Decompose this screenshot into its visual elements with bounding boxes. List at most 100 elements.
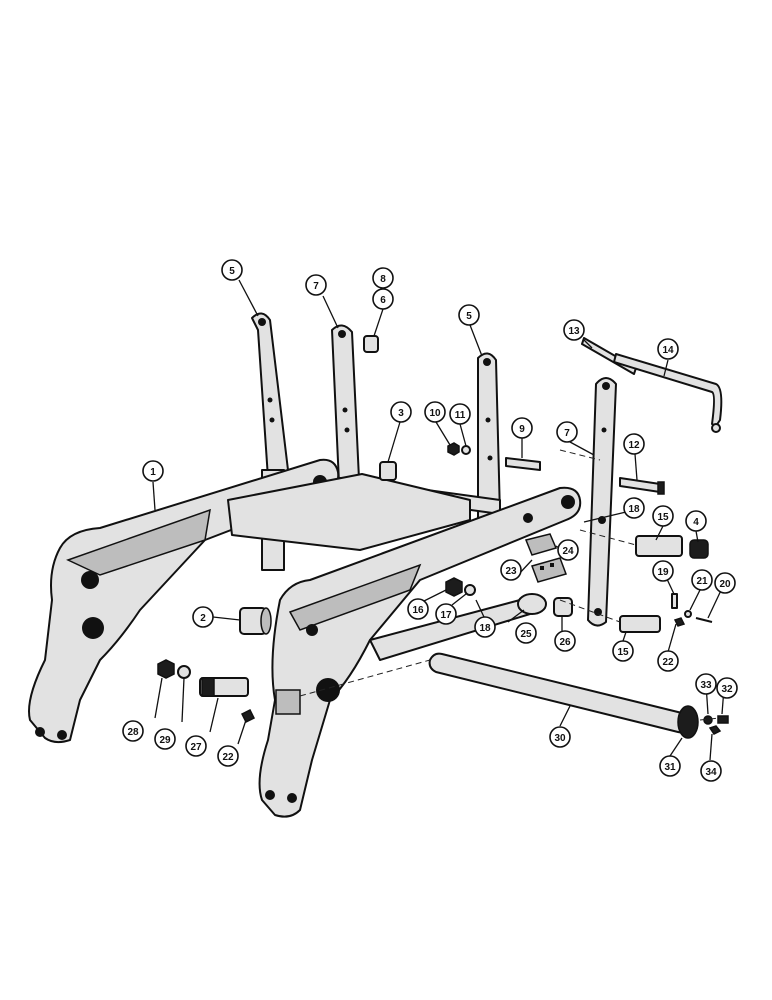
bushing-6 [363, 335, 379, 353]
callout-15-lower: 15 [612, 640, 634, 662]
nut-28-washer-29 [157, 659, 191, 679]
svg-text:1: 1 [150, 467, 156, 478]
callout-7-left: 7 [305, 274, 327, 296]
svg-text:33: 33 [700, 680, 712, 691]
callouts-layer: 1 2 3 4 5 5 6 7 7 8 9 10 11 12 13 14 15 … [122, 259, 738, 782]
svg-text:24: 24 [562, 546, 574, 557]
callout-34: 34 [700, 760, 722, 782]
callout-16: 16 [407, 598, 429, 620]
callout-23: 23 [500, 559, 522, 581]
svg-text:30: 30 [554, 733, 566, 744]
svg-text:15: 15 [657, 512, 669, 523]
rod-14 [613, 353, 723, 433]
callout-30: 30 [549, 726, 571, 748]
svg-text:22: 22 [222, 752, 234, 763]
svg-text:12: 12 [628, 440, 640, 451]
svg-text:18: 18 [479, 623, 491, 634]
svg-text:16: 16 [412, 605, 424, 616]
nut-10-washer-11 [447, 442, 471, 456]
svg-text:14: 14 [662, 345, 674, 356]
svg-text:7: 7 [313, 281, 319, 292]
link-7-right [587, 377, 617, 627]
svg-text:20: 20 [719, 579, 731, 590]
svg-text:19: 19 [657, 567, 669, 578]
pin-15-upper [635, 535, 683, 557]
svg-text:2: 2 [200, 613, 206, 624]
svg-text:26: 26 [559, 637, 571, 648]
svg-text:4: 4 [693, 517, 699, 528]
callout-32: 32 [716, 677, 738, 699]
callout-24: 24 [557, 539, 579, 561]
svg-text:3: 3 [398, 408, 404, 419]
callout-31: 31 [659, 755, 681, 777]
bushing-26 [553, 597, 573, 617]
main-frame-right-arm [258, 486, 582, 818]
svg-text:10: 10 [429, 408, 441, 419]
pin-25 [517, 593, 547, 615]
main-frame-left-arm [28, 458, 340, 744]
shaft-30 [428, 652, 693, 734]
callout-13: 13 [563, 319, 585, 341]
svg-text:29: 29 [159, 735, 171, 746]
alignment-lines [299, 449, 721, 721]
svg-text:11: 11 [455, 410, 466, 421]
svg-text:17: 17 [440, 610, 452, 621]
callout-14: 14 [657, 338, 679, 360]
callout-10: 10 [424, 401, 446, 423]
callout-17: 17 [435, 603, 457, 625]
callout-1: 1 [142, 460, 164, 482]
hardware-32-34 [703, 715, 729, 735]
svg-text:7: 7 [564, 428, 570, 439]
callout-29: 29 [154, 728, 176, 750]
callout-21: 21 [691, 569, 713, 591]
callout-25: 25 [515, 622, 537, 644]
bolt-12 [619, 477, 665, 495]
svg-text:21: 21 [696, 576, 708, 587]
callout-2: 2 [192, 606, 214, 628]
parts-layer [28, 312, 729, 818]
svg-text:23: 23 [505, 566, 517, 577]
nut-16-washer-17 [445, 577, 476, 597]
callout-22-left: 22 [217, 745, 239, 767]
callout-5-right: 5 [458, 304, 480, 326]
callout-33: 33 [695, 673, 717, 695]
bushing-4 [689, 539, 709, 559]
svg-text:5: 5 [229, 266, 235, 277]
svg-text:9: 9 [519, 424, 525, 435]
svg-text:6: 6 [380, 295, 386, 306]
svg-text:22: 22 [662, 657, 674, 668]
callout-28: 28 [122, 720, 144, 742]
callout-20: 20 [714, 572, 736, 594]
callout-22-right: 22 [657, 650, 679, 672]
callout-7-right: 7 [556, 421, 578, 443]
callout-18-lower: 18 [474, 616, 496, 638]
svg-text:15: 15 [617, 647, 629, 658]
svg-text:28: 28 [127, 727, 139, 738]
callout-8: 8 [372, 267, 394, 289]
link-7-left [331, 324, 361, 506]
svg-text:34: 34 [705, 767, 717, 778]
link-5-right [477, 352, 501, 519]
pin-15-lower [619, 615, 661, 633]
bushing-2 [239, 607, 272, 635]
callout-4: 4 [685, 510, 707, 532]
pin-9 [505, 457, 541, 471]
callout-26: 26 [554, 630, 576, 652]
front-cross-member [227, 473, 471, 551]
callout-18-upper: 18 [623, 497, 645, 519]
callout-5-left: 5 [221, 259, 243, 281]
callout-6: 6 [372, 288, 394, 310]
callout-27: 27 [185, 735, 207, 757]
callout-19: 19 [652, 560, 674, 582]
callout-11: 11 [449, 403, 471, 425]
callout-9: 9 [511, 417, 533, 439]
callout-15-upper: 15 [652, 505, 674, 527]
svg-text:31: 31 [664, 762, 676, 773]
svg-text:25: 25 [520, 629, 532, 640]
svg-text:27: 27 [190, 742, 202, 753]
grease-fitting-22-left [240, 708, 256, 724]
bushing-3 [379, 461, 397, 481]
block-23-24 [524, 533, 567, 583]
